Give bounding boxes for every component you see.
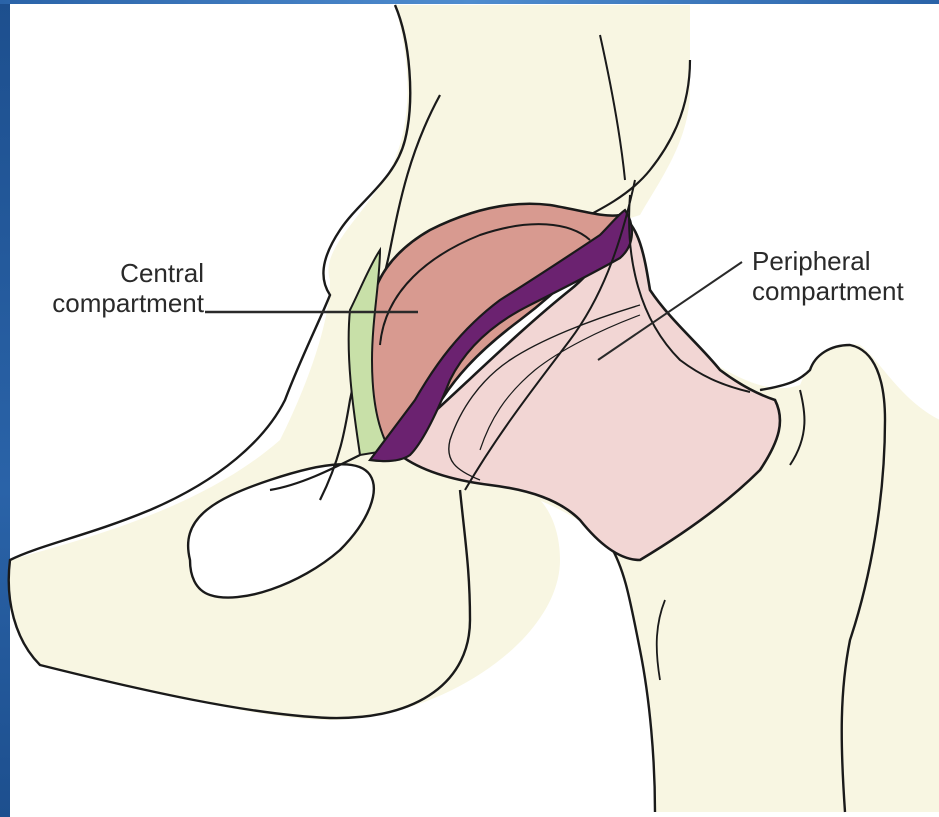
- central-label-line2: compartment: [14, 288, 204, 318]
- peripheral-label-line2: compartment: [752, 276, 904, 306]
- central-compartment-label: Central compartment: [14, 258, 204, 318]
- peripheral-label-line1: Peripheral: [752, 246, 904, 276]
- peripheral-compartment-label: Peripheral compartment: [752, 246, 904, 306]
- central-label-line1: Central: [14, 258, 204, 288]
